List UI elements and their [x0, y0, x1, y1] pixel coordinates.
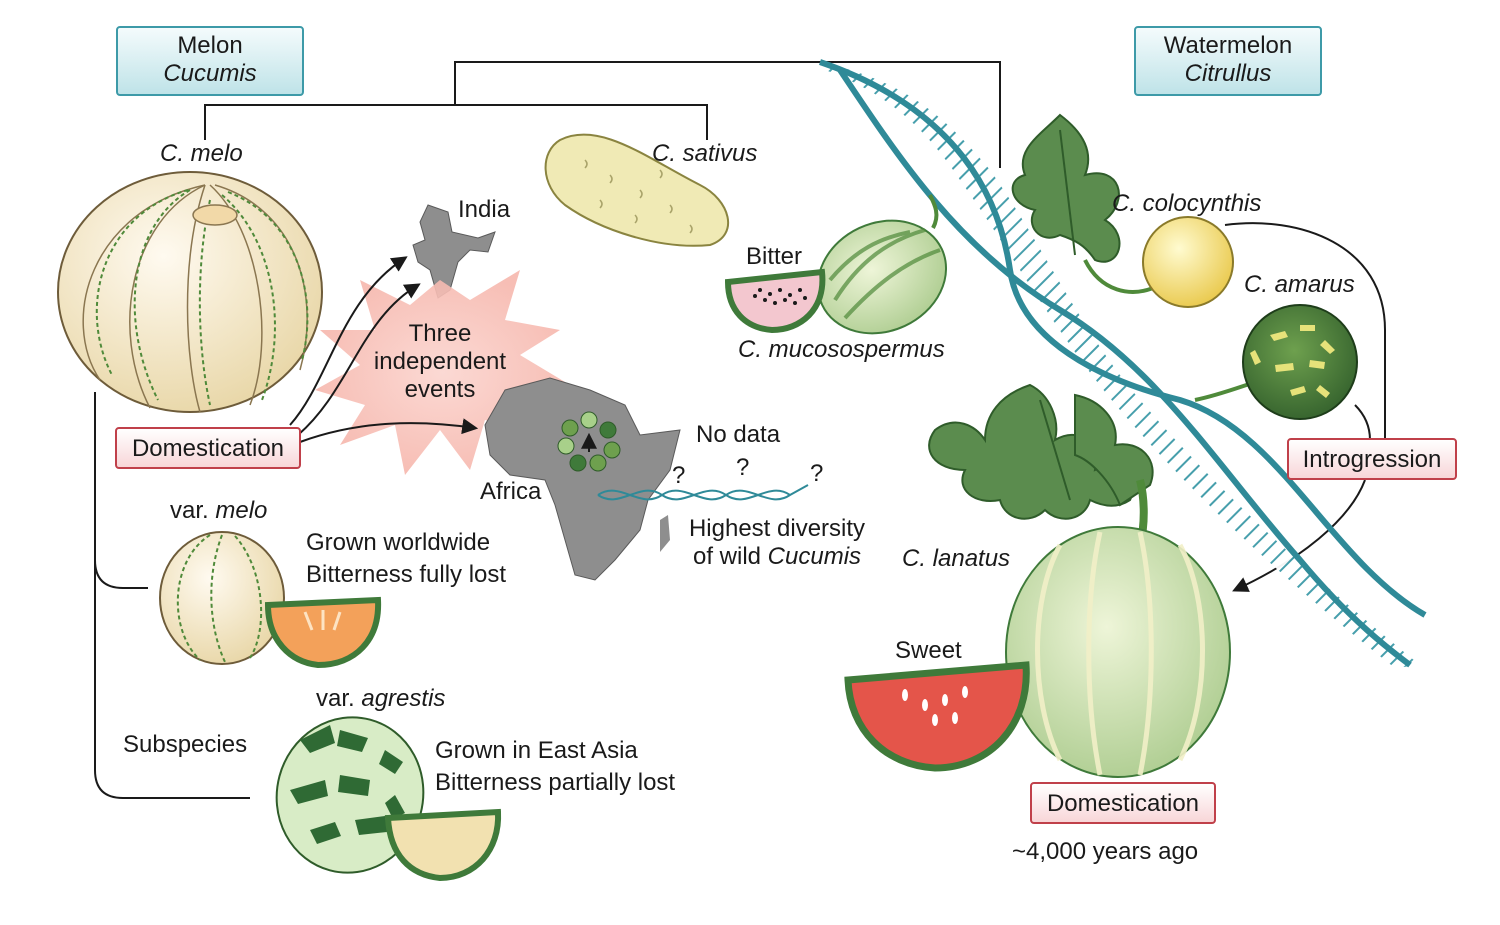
- events-line3: events: [404, 376, 476, 403]
- c-lanatus-illustration: [844, 383, 1231, 778]
- diversity-line1: Highest diversity: [688, 515, 866, 542]
- question-mark-2: ?: [736, 454, 750, 481]
- var-agrestis-desc2: Bitterness partially lost: [435, 769, 676, 796]
- label-india: India: [458, 196, 511, 223]
- diversity-label: Highest diversity of wild Cucumis: [670, 515, 884, 571]
- diversity-line2: of wild Cucumis: [670, 543, 884, 571]
- var-melo-prefix: var.: [170, 497, 216, 524]
- melon-header-genus: Cucumis: [163, 60, 257, 87]
- events-line1: Three: [408, 320, 472, 347]
- c-amarus-illustration: [1194, 304, 1358, 420]
- diversity-line2-prefix: of wild: [692, 543, 768, 570]
- c-sativus-cucumber-illustration: [544, 133, 729, 247]
- three-events-label: Three independent events: [360, 320, 520, 404]
- var-agrestis-name: agrestis: [361, 685, 446, 712]
- melon-header-name: Melon: [177, 32, 243, 59]
- small-dna-helix: [597, 484, 809, 501]
- melon-genus-header: Melon Cucumis: [116, 26, 304, 96]
- var-melo-illustration: [159, 531, 382, 669]
- var-agrestis-prefix: var.: [316, 685, 362, 712]
- dna-helix: [819, 59, 1427, 668]
- c-mucosospermus-illustration: [724, 194, 948, 335]
- label-sweet: Sweet: [895, 637, 962, 664]
- watermelon-genus-header: Watermelon Citrullus: [1134, 26, 1322, 96]
- watermelon-age-label: ~4,000 years ago: [1012, 838, 1199, 865]
- var-melo-name: melo: [215, 497, 268, 524]
- subspecies-label: Subspecies: [123, 731, 248, 758]
- var-melo-label: var. melo: [170, 497, 267, 525]
- label-c-lanatus: C. lanatus: [902, 545, 1011, 572]
- india-map-illustration: [412, 204, 496, 299]
- diversity-line2-genus: Cucumis: [767, 543, 862, 570]
- label-bitter: Bitter: [746, 243, 803, 270]
- phylogeny-lines: [94, 61, 1386, 799]
- label-c-mucosospermus: C. mucosospermus: [738, 336, 945, 363]
- question-mark-1: ?: [672, 462, 686, 489]
- label-c-colocynthis: C. colocynthis: [1112, 190, 1262, 217]
- label-no-data: No data: [696, 421, 781, 448]
- question-mark-3: ?: [810, 460, 824, 487]
- label-c-amarus: C. amarus: [1244, 271, 1355, 298]
- label-c-sativus: C. sativus: [652, 140, 758, 167]
- var-melo-desc1: Grown worldwide: [306, 529, 491, 556]
- var-melo-desc2: Bitterness fully lost: [306, 561, 507, 588]
- c-melo-melon-illustration: [57, 171, 323, 413]
- domestication-watermelon-box: Domestication: [1030, 782, 1216, 824]
- domestication-melon-box: Domestication: [115, 427, 301, 469]
- var-agrestis-label: var. agrestis: [316, 685, 445, 713]
- domestication-arrows: [289, 256, 479, 443]
- events-line2: independent: [373, 348, 507, 375]
- africa-map-illustration: [484, 377, 681, 581]
- label-c-melo: C. melo: [160, 140, 243, 167]
- introgression-box: Introgression: [1287, 438, 1457, 480]
- c-colocynthis-illustration: [1011, 113, 1234, 308]
- watermelon-header-genus: Citrullus: [1184, 60, 1272, 87]
- label-africa: Africa: [480, 478, 542, 505]
- watermelon-header-name: Watermelon: [1163, 32, 1293, 59]
- var-agrestis-illustration: [275, 716, 502, 882]
- var-agrestis-desc1: Grown in East Asia: [435, 737, 638, 764]
